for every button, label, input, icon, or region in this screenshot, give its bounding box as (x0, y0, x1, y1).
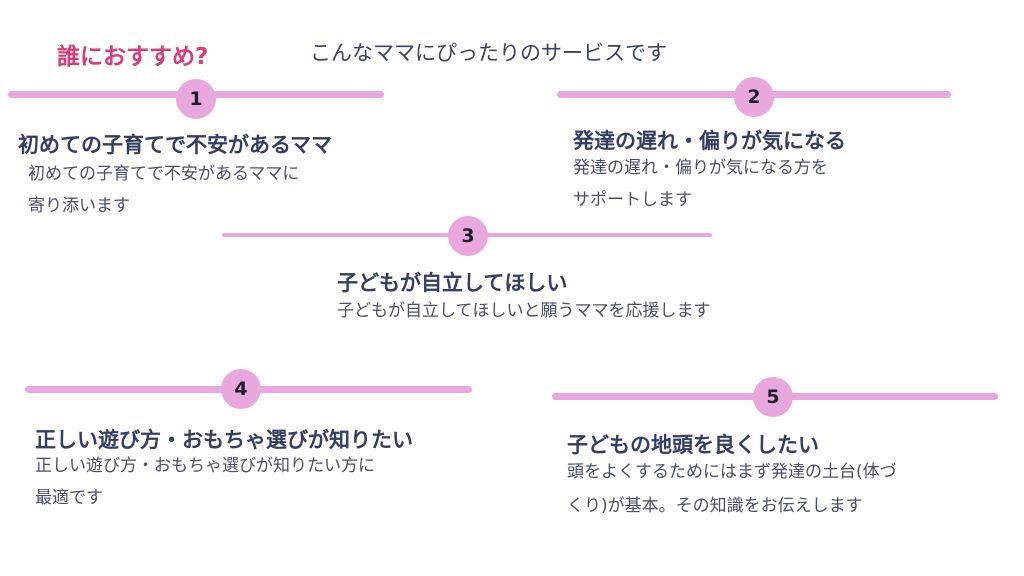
number-badge-5: 5 (753, 377, 793, 417)
page-subtitle: こんなママにぴったりのサービスです (310, 41, 667, 65)
page-title: 誰におすすめ? (57, 44, 209, 70)
desc-line: くり)が基本。その知識をお伝えします (567, 496, 863, 516)
item-desc-5: 頭をよくするためにはまず発達の土台(体づくり)が基本。その知識をお伝えします (567, 455, 897, 523)
desc-line: 寄り添います (28, 196, 130, 216)
item-title-3: 子どもが自立してほしい (337, 271, 568, 295)
desc-line: 子どもが自立してほしいと願うママを応援します (337, 301, 711, 321)
number-badge-3: 3 (448, 216, 488, 256)
item-desc-2: 発達の遅れ・偏りが気になる方をサポートします (573, 152, 828, 216)
number-badge-4: 4 (221, 369, 261, 409)
desc-line: 頭をよくするためにはまず発達の土台(体づ (567, 462, 897, 482)
item-desc-4: 正しい遊び方・おもちゃ選びが知りたい方に最適です (35, 450, 375, 514)
desc-line: サポートします (573, 190, 692, 210)
item-title-2: 発達の遅れ・偏りが気になる (573, 129, 846, 153)
number-badge-1: 1 (176, 79, 216, 119)
item-title-5: 子どもの地頭を良くしたい (567, 433, 819, 457)
item-desc-1: 初めての子育てで不安があるママに寄り添います (28, 158, 299, 222)
item-desc-3: 子どもが自立してほしいと願うママを応援します (337, 295, 711, 327)
item-title-4: 正しい遊び方・おもちゃ選びが知りたい (35, 428, 413, 452)
item-title-1: 初めての子育てで不安があるママ (18, 133, 333, 157)
number-badge-2: 2 (734, 77, 774, 117)
desc-line: 最適です (35, 488, 103, 508)
desc-line: 正しい遊び方・おもちゃ選びが知りたい方に (35, 456, 375, 476)
desc-line: 初めての子育てで不安があるママに (28, 164, 300, 184)
desc-line: 発達の遅れ・偏りが気になる方を (573, 158, 828, 178)
